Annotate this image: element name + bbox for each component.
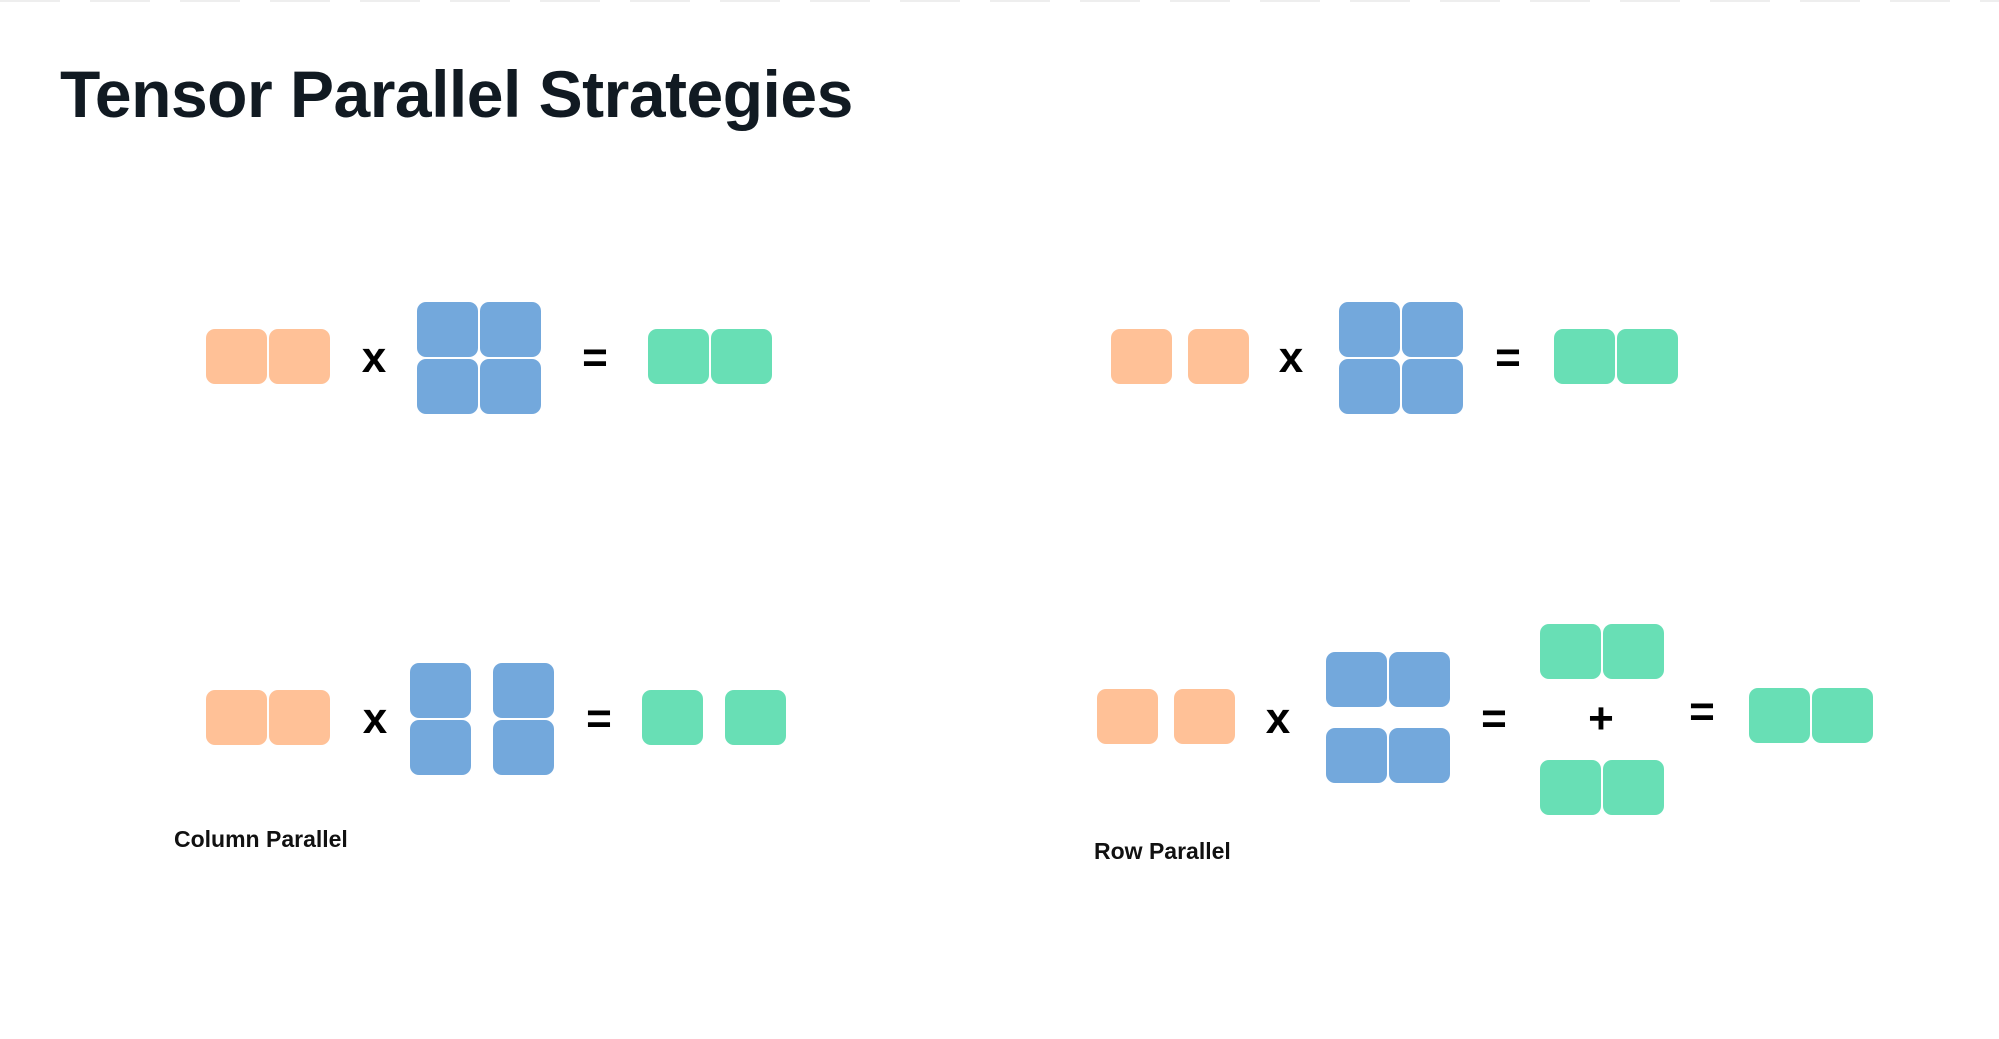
- weight-block: [417, 359, 478, 414]
- weight-column-shard: [410, 720, 471, 775]
- input-block: [1111, 329, 1172, 384]
- multiply-sign: x: [361, 333, 387, 382]
- weight-block: [480, 359, 541, 414]
- input-block: [269, 690, 330, 745]
- input-block: [269, 329, 330, 384]
- weight-block: [1339, 302, 1400, 357]
- weight-row-shard: [1326, 728, 1387, 783]
- output-block: [1617, 329, 1678, 384]
- output-block: [1812, 688, 1873, 743]
- input-shard: [1097, 689, 1158, 744]
- output-block: [711, 329, 772, 384]
- multiply-sign: x: [1265, 694, 1291, 743]
- weight-block: [1339, 359, 1400, 414]
- top-border: [0, 0, 1999, 2]
- output-block: [1554, 329, 1615, 384]
- input-block: [206, 690, 267, 745]
- equals-sign: =: [582, 333, 608, 382]
- input-shard: [1174, 689, 1235, 744]
- equals-sign: =: [1481, 694, 1507, 743]
- column-parallel-label: Column Parallel: [174, 826, 348, 852]
- input-block: [206, 329, 267, 384]
- input-block: [1188, 329, 1249, 384]
- weight-column-shard: [493, 663, 554, 718]
- weight-block: [1402, 302, 1463, 357]
- weight-row-shard: [1326, 652, 1387, 707]
- weight-block: [480, 302, 541, 357]
- partial-output-block: [1603, 760, 1664, 815]
- weight-column-shard: [410, 663, 471, 718]
- weight-block: [417, 302, 478, 357]
- multiply-sign: x: [1278, 333, 1304, 382]
- plus-sign: +: [1588, 694, 1614, 743]
- row-parallel-label: Row Parallel: [1094, 838, 1231, 864]
- multiply-sign: x: [362, 694, 388, 743]
- equals-sign: =: [586, 694, 612, 743]
- weight-block: [1402, 359, 1463, 414]
- equals-sign: =: [1689, 687, 1715, 736]
- output-block: [648, 329, 709, 384]
- weight-column-shard: [493, 720, 554, 775]
- output-shard: [725, 690, 786, 745]
- output-block: [1749, 688, 1810, 743]
- output-shard: [642, 690, 703, 745]
- weight-row-shard: [1389, 652, 1450, 707]
- weight-row-shard: [1389, 728, 1450, 783]
- equals-sign: =: [1495, 333, 1521, 382]
- partial-output-block: [1540, 624, 1601, 679]
- partial-output-block: [1540, 760, 1601, 815]
- page-title: Tensor Parallel Strategies: [60, 57, 853, 131]
- partial-output-block: [1603, 624, 1664, 679]
